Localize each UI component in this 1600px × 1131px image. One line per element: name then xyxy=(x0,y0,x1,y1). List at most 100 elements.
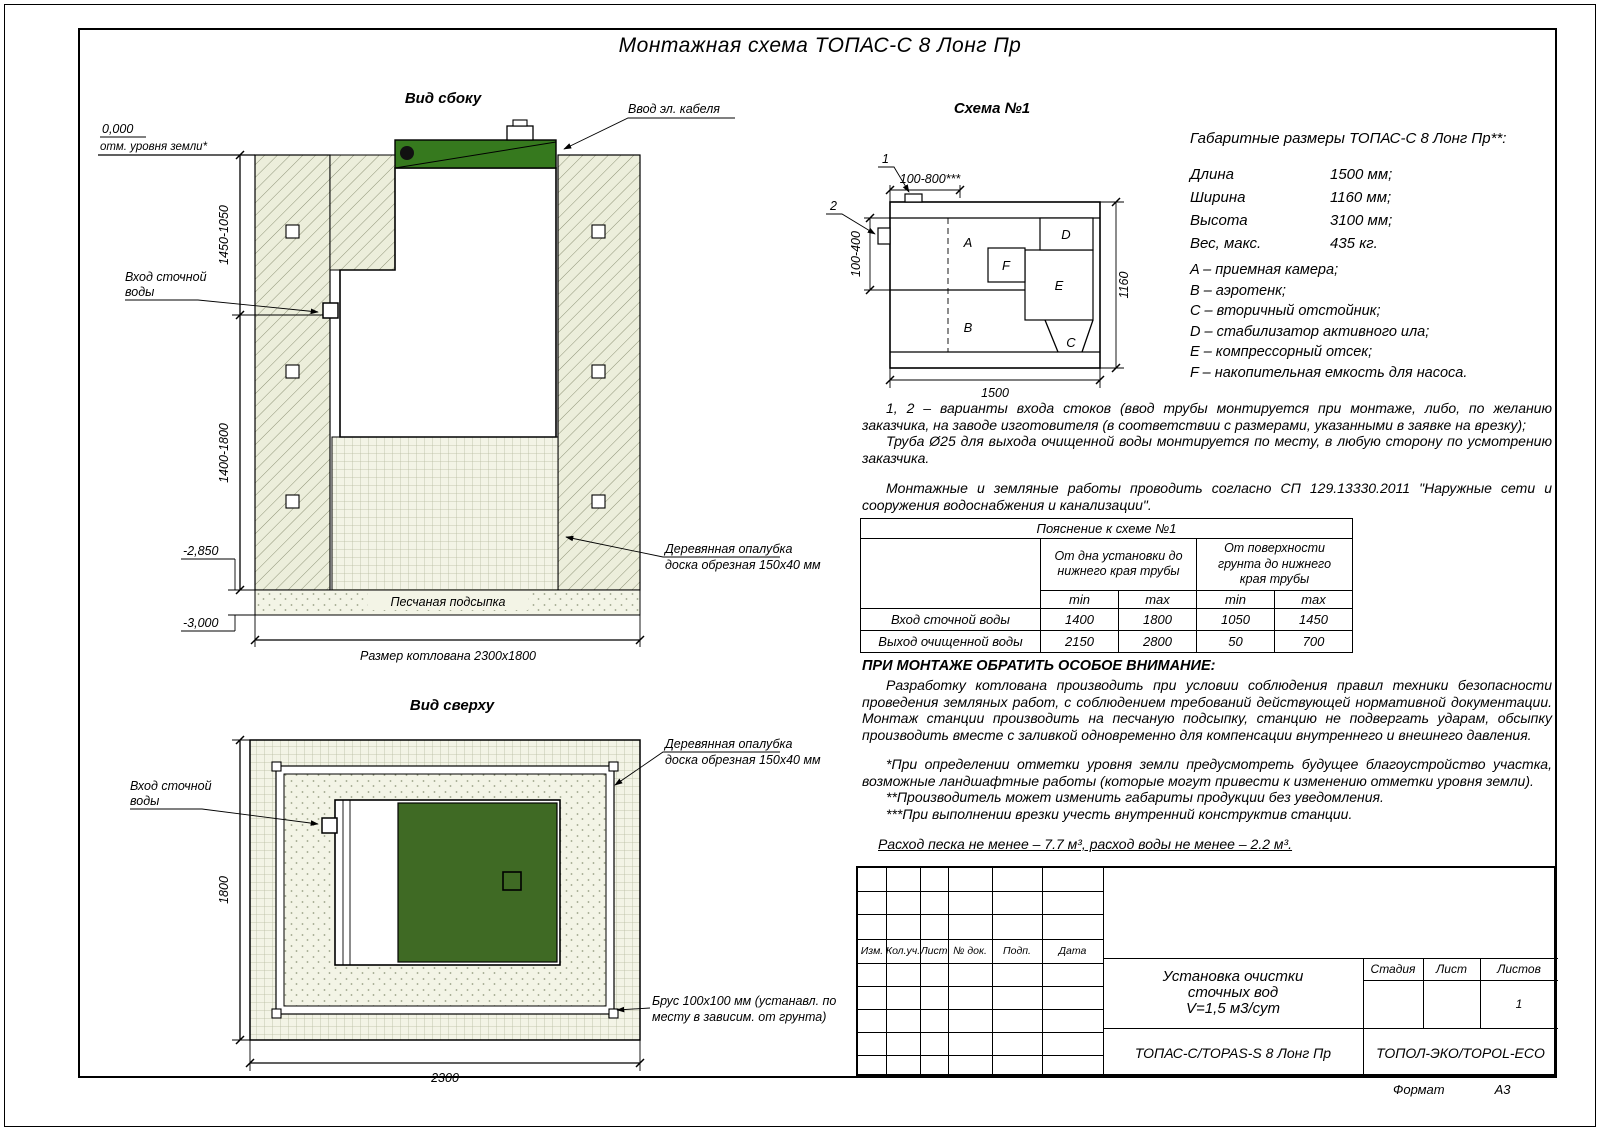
cable-entry-point xyxy=(400,146,414,160)
scheme-tank xyxy=(877,193,1101,369)
table-col-group: От дна установки до нижнего края трубы xyxy=(1040,538,1197,591)
zero-level-label: 0,000 xyxy=(102,122,133,136)
svg-text:D: D xyxy=(1061,227,1070,242)
svg-text:Брус 100x100 мм (устанавл. по: Брус 100x100 мм (устанавл. по xyxy=(652,994,836,1008)
svg-text:B: B xyxy=(964,320,973,335)
col-header-izm: Изм. xyxy=(860,945,884,957)
plan-dimensions: 1800 2300 xyxy=(217,735,645,1085)
attention-body: Разработку котлована производить при усл… xyxy=(862,677,1552,743)
side-view-drawing: Вид сбоку 0,000 отм. уровня земли* xyxy=(98,90,821,663)
table-corner-cell xyxy=(860,538,1041,609)
ground-level-mark: 0,000 отм. уровня земли* xyxy=(98,122,255,156)
svg-text:месту в зависим. от грунта): месту в зависим. от грунта) xyxy=(652,1010,826,1024)
svg-text:доска обрезная 150x40 мм: доска обрезная 150x40 мм xyxy=(665,558,821,572)
inlet-variant-markers: 1 2 xyxy=(826,152,910,235)
project-title: Установка очистки сточных вод V=1,5 м3/с… xyxy=(1162,968,1304,1017)
plan-dim-horizontal: 2300 xyxy=(430,1071,459,1085)
svg-text:Деревянная опалубка: Деревянная опалубка xyxy=(663,737,792,751)
scheme-title: Схема №1 xyxy=(954,100,1030,117)
scheme-dimensions: 100-800*** 100-400 1160 1500 xyxy=(849,172,1131,400)
scheme-drawing: Схема №1 A B C D E F 1 2 100-800*** xyxy=(826,100,1131,400)
dim-lower-label: 1400-1800 xyxy=(217,423,231,483)
svg-text:воды: воды xyxy=(125,285,154,299)
pit-size-dimension: Размер котлована 2300x1800 xyxy=(250,590,645,663)
svg-text:-2,850: -2,850 xyxy=(183,544,218,558)
scheme-dim-bottom: 1500 xyxy=(981,386,1009,400)
depth-dimension: 1450-1050 1400-1800 xyxy=(217,150,323,595)
svg-text:Деревянная опалубка: Деревянная опалубка xyxy=(663,542,792,556)
format-value: А3 xyxy=(1494,1082,1511,1097)
svg-text:1: 1 xyxy=(882,152,889,166)
format-label: Формат xyxy=(1393,1082,1445,1097)
svg-text:-3,000: -3,000 xyxy=(183,616,218,630)
drawing-title: Монтажная схема ТОПАС-С 8 Лонг Пр xyxy=(618,34,1022,57)
chamber-legend: A – приемная камера; B – аэротенк; C – в… xyxy=(1190,260,1467,383)
legend-item: C – вторичный отстойник; xyxy=(1190,303,1381,319)
overall-dimensions: Габаритные размеры ТОПАС-С 8 Лонг Пр**: … xyxy=(1190,130,1520,255)
svg-text:доска обрезная 150x40 мм: доска обрезная 150x40 мм xyxy=(665,753,821,767)
installation-notes: 1, 2 – варианты входа стоков (ввод трубы… xyxy=(862,400,1552,513)
col-header-doc: № док. xyxy=(953,945,987,957)
zero-level-note: отм. уровня земли* xyxy=(100,141,208,153)
stage-label: Стадия xyxy=(1370,962,1416,976)
format-note: Формат А3 xyxy=(1393,1082,1511,1097)
col-header-data: Дата xyxy=(1058,945,1087,957)
model-name: ТОПАС-С/TOPAS-S 8 Лонг Пр xyxy=(1134,1045,1332,1061)
plan-inlet-label: Вход сточной воды xyxy=(130,779,319,826)
beam-label: Брус 100x100 мм (устанавл. по месту в за… xyxy=(616,994,836,1024)
footnote: *При определении отметки уровня земли пр… xyxy=(862,756,1552,789)
footnote: **Производитель может изменить габариты … xyxy=(886,789,1384,805)
inlet-variant-1-stub xyxy=(904,193,923,203)
table-subheader: max xyxy=(1274,589,1353,609)
sand-backfill xyxy=(331,436,559,591)
explanation-table: Пояснение к схеме №1 От дна установки до… xyxy=(860,518,1353,653)
svg-text:F: F xyxy=(1002,258,1011,273)
sand-bedding-label: Песчаная подсыпка xyxy=(368,593,528,610)
pit-size-label: Размер котлована 2300x1800 xyxy=(360,649,536,663)
svg-text:Песчаная подсыпка: Песчаная подсыпка xyxy=(390,595,505,609)
inlet-stub-plan xyxy=(321,817,338,834)
scheme-dim-left: 100-400 xyxy=(849,231,863,277)
svg-text:воды: воды xyxy=(130,794,159,808)
table-subheader: min xyxy=(1196,589,1275,609)
legend-item: A – приемная камера; xyxy=(1190,262,1339,278)
sheets-value: 1 xyxy=(1515,997,1523,1011)
col-header-koluch: Кол.уч. xyxy=(885,945,921,957)
top-view-drawing: Вид сверху 1800 2300 Вход сточной воды xyxy=(130,697,836,1085)
scheme-dim-top: 100-800*** xyxy=(900,172,962,186)
table-subheader: min xyxy=(1040,589,1119,609)
svg-text:A: A xyxy=(963,235,973,250)
inlet-label: Вход сточной воды xyxy=(125,270,319,315)
formwork-label: Деревянная опалубка доска обрезная 150x4… xyxy=(565,535,821,572)
svg-text:E: E xyxy=(1055,278,1064,293)
footnotes-block: *При определении отметки уровня земли пр… xyxy=(862,756,1552,822)
hatch-opening xyxy=(502,871,522,891)
svg-text:Вход сточной: Вход сточной xyxy=(125,270,207,284)
plan-dim-vertical: 1800 xyxy=(217,876,231,904)
tank-plan xyxy=(321,799,561,966)
legend-item: F – накопительная емкость для насоса. xyxy=(1190,364,1468,381)
legend-item: B – аэротенк; xyxy=(1190,282,1286,299)
side-view-title: Вид сбоку xyxy=(405,90,482,107)
dimensions-title: Габаритные размеры ТОПАС-С 8 Лонг Пр**: xyxy=(1190,130,1507,147)
note-paragraph: Труба Ø25 для выхода очищенной воды монт… xyxy=(862,433,1552,466)
depth-marks: -2,850 -3,000 xyxy=(181,544,255,632)
chamber-labels: A B C D E F xyxy=(963,227,1077,350)
table-subheader: max xyxy=(1118,589,1197,609)
svg-text:Вход сточной: Вход сточной xyxy=(130,779,212,793)
plan-formwork-label: Деревянная опалубка доска обрезная 150x4… xyxy=(614,737,821,786)
sheet-label: Лист xyxy=(1436,962,1467,976)
cable-entry-label: Ввод эл. кабеля xyxy=(563,102,735,150)
svg-text:C: C xyxy=(1066,335,1076,350)
note-paragraph: 1, 2 – варианты входа стоков (ввод трубы… xyxy=(862,400,1552,433)
tank-body xyxy=(339,119,557,438)
table-col-group: От поверхности грунта до нижнего края тр… xyxy=(1196,538,1353,591)
company-name: ТОПОЛ-ЭКО/TOPOL-ECO xyxy=(1376,1045,1545,1061)
svg-text:2: 2 xyxy=(829,199,837,213)
legend-item: D – стабилизатор активного ила; xyxy=(1190,323,1430,340)
col-header-list: Лист xyxy=(920,945,948,957)
inlet-variant-2-stub xyxy=(877,227,891,245)
